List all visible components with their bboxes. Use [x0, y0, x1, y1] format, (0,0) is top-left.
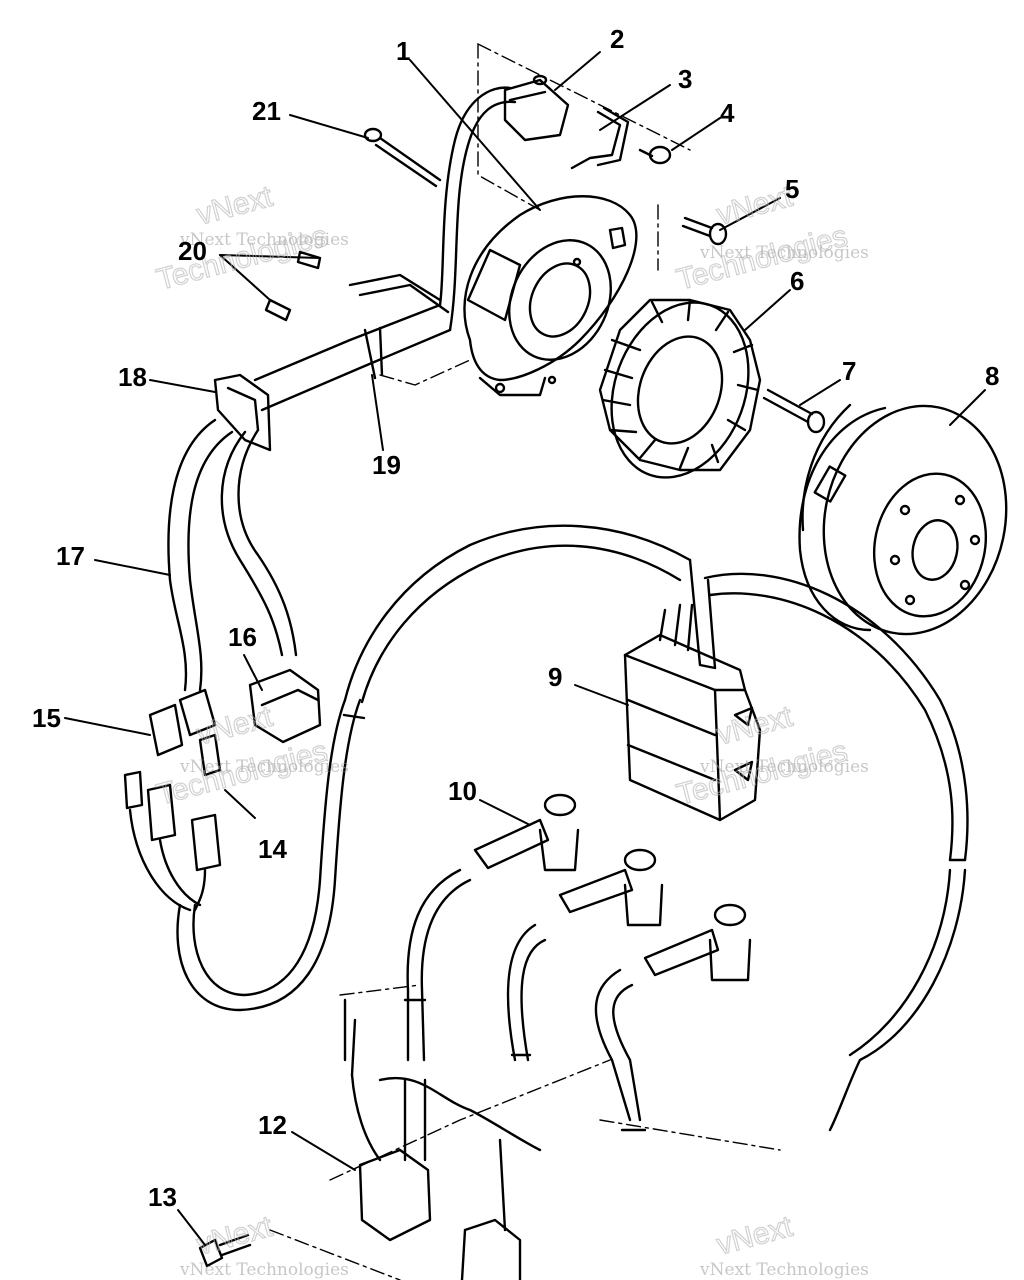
stator-plate	[463, 195, 638, 397]
watermark-vnext: vNext	[713, 700, 796, 752]
screws-20	[264, 250, 322, 322]
stator-coil	[598, 298, 762, 479]
watermark-vnext: vNext	[193, 180, 276, 232]
callout-20: 20	[178, 236, 207, 266]
callout-14: 14	[258, 834, 287, 864]
callout-1: 1	[396, 36, 410, 66]
watermark-vnext: vNext	[713, 1210, 796, 1262]
watermark-vnext: vNext	[193, 1210, 276, 1262]
callout-3: 3	[678, 64, 692, 94]
grommet	[213, 373, 272, 452]
flywheel	[798, 403, 1008, 636]
bracket	[570, 106, 630, 170]
callout-9: 9	[548, 662, 562, 692]
callout-10: 10	[448, 776, 477, 806]
watermark-text: vNext Technologies	[179, 757, 349, 777]
watermark-text: vNext Technologies	[699, 1260, 869, 1280]
ignition-coil	[343, 998, 542, 1280]
connector-16	[248, 668, 322, 744]
watermark-technologies: Technologies	[673, 735, 851, 812]
screw-4	[638, 145, 672, 165]
watermark-vnext: vNext	[193, 700, 276, 752]
spark-plug-caps	[473, 793, 752, 982]
ground-bolt	[198, 1233, 252, 1268]
watermark-text: vNext Technologies	[179, 1260, 349, 1280]
connector-15	[148, 688, 222, 777]
callout-2: 2	[610, 24, 624, 54]
stator-wire-harness	[253, 86, 517, 412]
leader-lines	[64, 51, 986, 1246]
screw-5	[681, 216, 728, 246]
watermark-text: vNext Technologies	[699, 243, 869, 263]
main-harness-loop	[176, 524, 969, 1132]
wire-clip	[503, 74, 570, 142]
callout-12: 12	[258, 1110, 287, 1140]
callout-5: 5	[785, 174, 799, 204]
bolt-7	[762, 388, 826, 434]
callout-7: 7	[842, 356, 856, 386]
cdi-box	[623, 603, 762, 822]
callout-8: 8	[985, 361, 999, 391]
callout-4: 4	[720, 98, 735, 128]
callout-19: 19	[372, 450, 401, 480]
callout-13: 13	[148, 1182, 177, 1212]
high-tension-leads	[403, 868, 647, 1132]
callout-21: 21	[252, 96, 281, 126]
callout-6: 6	[790, 266, 804, 296]
watermark-text: vNext Technologies	[699, 757, 869, 777]
sub-harness	[167, 418, 298, 692]
watermark-text: vNext Technologies	[179, 230, 349, 250]
callout-18: 18	[118, 362, 147, 392]
callout-17: 17	[56, 541, 85, 571]
long-bolt	[363, 127, 442, 188]
callout-15: 15	[32, 703, 61, 733]
callout-16: 16	[228, 622, 257, 652]
callout-labels: 1 2 3 4 5 6 7 8 9 10 12 13 14 15 16 17 1…	[32, 24, 999, 1212]
